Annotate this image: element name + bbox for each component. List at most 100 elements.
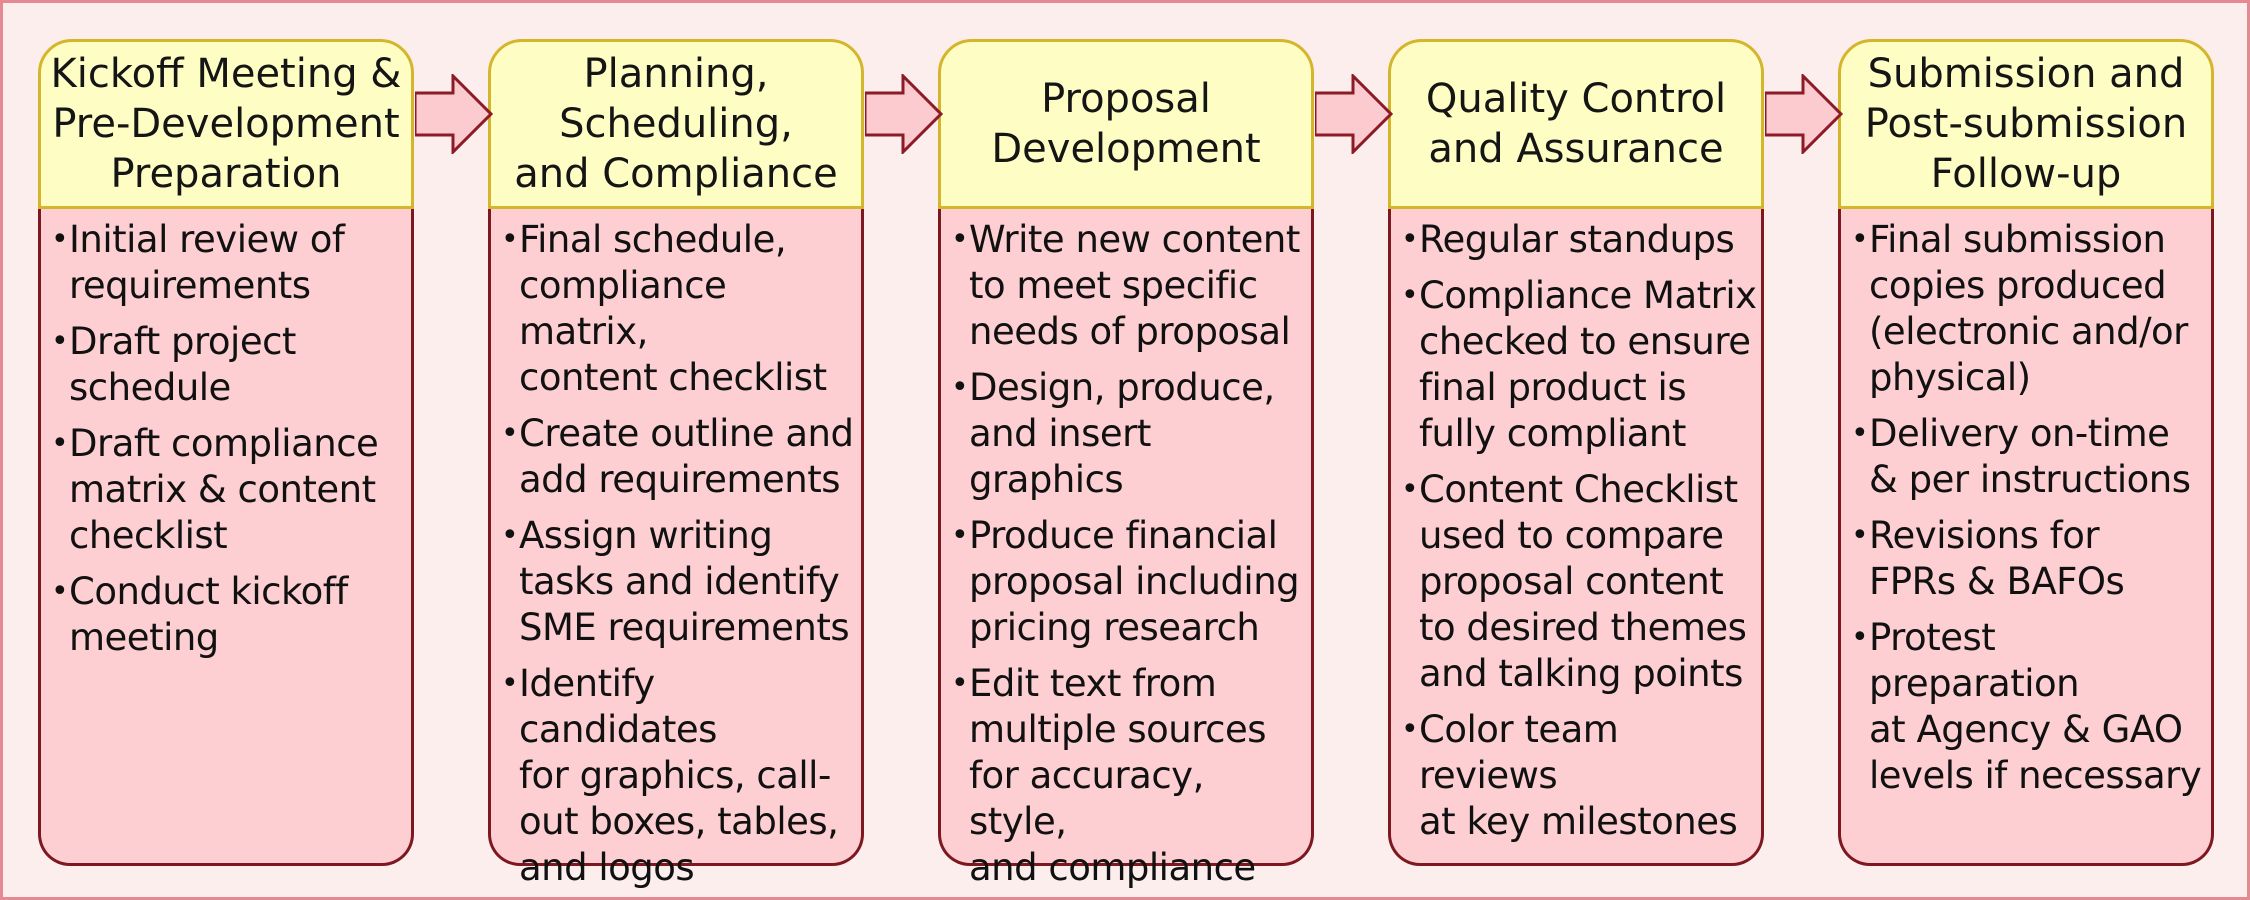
connector-arrow-3 bbox=[1315, 74, 1393, 154]
connector-arrow-4 bbox=[1765, 74, 1843, 154]
stage-title-line: Planning, bbox=[583, 51, 769, 97]
bullet-dot-icon: • bbox=[951, 518, 969, 553]
task-item-line: FPRs & BAFOs bbox=[1869, 560, 2125, 603]
task-item-line: multiple sources bbox=[969, 708, 1267, 751]
stage-title-line: Development bbox=[991, 126, 1261, 172]
bullet-dot-icon: • bbox=[1851, 416, 1869, 451]
task-item-line: proposal including bbox=[969, 560, 1300, 603]
task-item-line: Protest preparation bbox=[1869, 616, 2080, 705]
task-item-line: Initial review of bbox=[69, 218, 345, 261]
task-item-line: and talking points bbox=[1419, 652, 1743, 695]
task-item-line: meeting bbox=[69, 616, 219, 659]
bullet-dot-icon: • bbox=[1851, 518, 1869, 553]
stage-card-2: Planning,Scheduling,and Compliance•Final… bbox=[488, 39, 864, 889]
task-item-line: fully compliant bbox=[1419, 412, 1686, 455]
bullet-dot-icon: • bbox=[501, 518, 519, 553]
task-item-line: Edit text from bbox=[969, 662, 1217, 705]
task-item: •Design, produce,and insert graphics bbox=[941, 365, 1311, 503]
bullet-dot-icon: • bbox=[51, 426, 69, 461]
stage-title-line: and Compliance bbox=[514, 151, 838, 197]
bullet-dot-icon: • bbox=[51, 222, 69, 257]
task-item-line: Revisions for bbox=[1869, 514, 2100, 557]
task-item-line: and logos bbox=[519, 846, 695, 889]
task-item-line: pricing research bbox=[969, 606, 1260, 649]
task-item: •Final schedule,compliance matrix,conten… bbox=[491, 217, 861, 401]
task-item-line: at key milestones bbox=[1419, 800, 1738, 843]
right-arrow-icon bbox=[415, 74, 493, 154]
connector-arrow-1 bbox=[415, 74, 493, 154]
task-item-line: checklist bbox=[69, 514, 228, 557]
right-arrow-icon bbox=[1765, 74, 1843, 154]
task-item-line: (electronic and/or bbox=[1869, 310, 2188, 353]
bullet-dot-icon: • bbox=[51, 324, 69, 359]
bullet-dot-icon: • bbox=[1851, 620, 1869, 655]
task-item-line: to meet specific bbox=[969, 264, 1258, 307]
task-item-line: SME requirements bbox=[519, 606, 850, 649]
right-arrow-icon bbox=[865, 74, 943, 154]
task-item-line: used to compare bbox=[1419, 514, 1724, 557]
task-item-line: requirements bbox=[69, 264, 311, 307]
bullet-dot-icon: • bbox=[1401, 278, 1419, 313]
bullet-dot-icon: • bbox=[951, 666, 969, 701]
task-item-line: and compliance bbox=[969, 846, 1256, 889]
stage-title-line: Quality Control bbox=[1425, 76, 1727, 122]
bullet-dot-icon: • bbox=[1401, 222, 1419, 257]
task-item-line: levels if necessary bbox=[1869, 754, 2202, 797]
stage-title-line: Follow-up bbox=[1930, 151, 2122, 197]
task-item-line: & per instructions bbox=[1869, 458, 2191, 501]
task-item-line: checked to ensure bbox=[1419, 320, 1751, 363]
stage-title-line: Proposal bbox=[1041, 76, 1211, 122]
task-item-line: tasks and identify bbox=[519, 560, 840, 603]
task-item-line: Create outline and bbox=[519, 412, 854, 455]
task-item-line: Conduct kickoff bbox=[69, 570, 348, 613]
task-item-line: add requirements bbox=[519, 458, 841, 501]
stage-title-line: Preparation bbox=[110, 151, 342, 197]
task-item-line: Compliance Matrix bbox=[1419, 274, 1757, 317]
bullet-dot-icon: • bbox=[51, 574, 69, 609]
task-item-line: Content Checklist bbox=[1419, 468, 1738, 511]
stage-title-line: Post-submission bbox=[1864, 101, 2188, 147]
task-item-line: final product is bbox=[1419, 366, 1687, 409]
stage-task-list: •Final schedule,compliance matrix,conten… bbox=[488, 209, 864, 889]
task-item-line: content checklist bbox=[519, 356, 827, 399]
task-item-line: and insert graphics bbox=[969, 412, 1151, 501]
task-item-line: matrix & content bbox=[69, 468, 376, 511]
task-item-line: for accuracy, style, bbox=[969, 754, 1204, 843]
task-item-line: Draft compliance bbox=[69, 422, 379, 465]
bullet-dot-icon: • bbox=[1851, 222, 1869, 257]
task-item-line: physical) bbox=[1869, 356, 2031, 399]
bullet-dot-icon: • bbox=[951, 370, 969, 405]
bullet-dot-icon: • bbox=[951, 222, 969, 257]
stage-title-line: Submission and bbox=[1867, 51, 2185, 97]
bullet-dot-icon: • bbox=[1401, 472, 1419, 507]
stage-title-line: Pre-Development bbox=[52, 101, 400, 147]
task-item-line: compliance matrix, bbox=[519, 264, 727, 353]
task-item-line: Assign writing bbox=[519, 514, 773, 557]
task-item-line: Identify candidates bbox=[519, 662, 717, 751]
task-item: •Regular standups bbox=[1391, 217, 1761, 263]
